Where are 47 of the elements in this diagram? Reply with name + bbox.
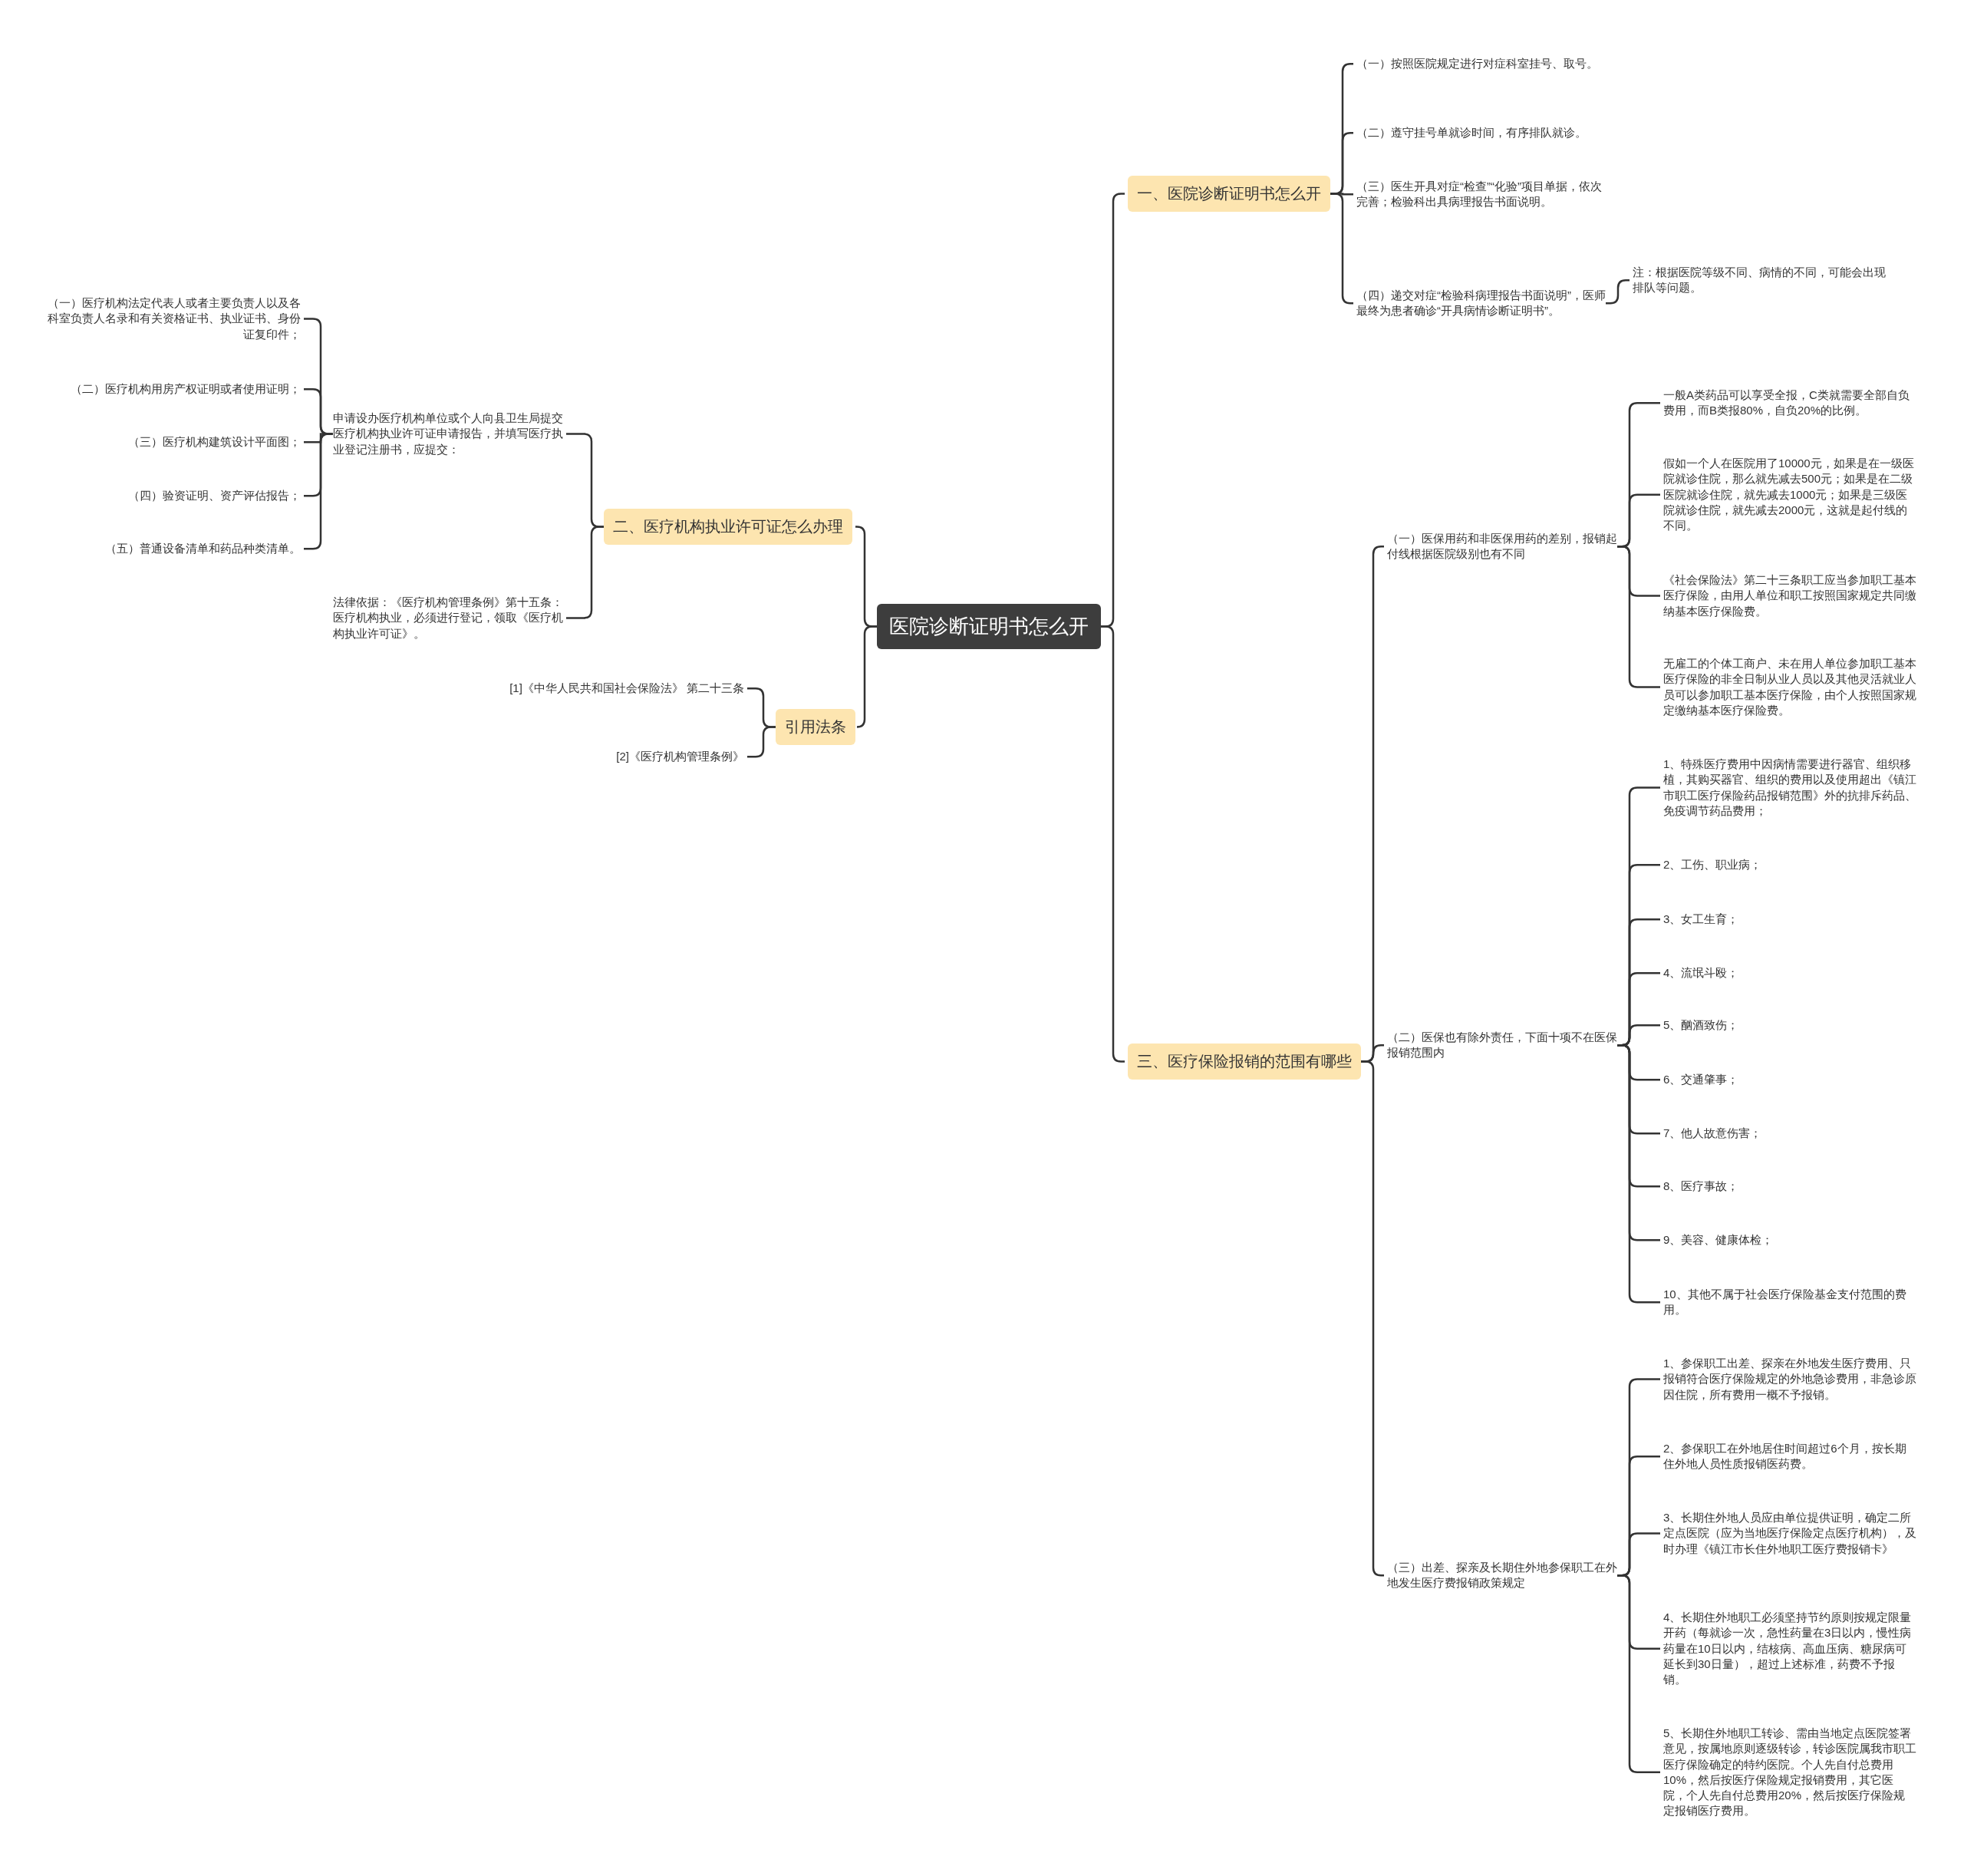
- topic-text: （一）医保用药和非医保用药的差别，报销起付线根据医院级别也有不同: [1387, 531, 1625, 562]
- topic-box: 一、医院诊断证明书怎么开: [1128, 176, 1330, 212]
- connector-line: [1617, 1044, 1660, 1304]
- topic-text: 3、女工生育；: [1663, 912, 1916, 928]
- connector-line: [1617, 546, 1660, 688]
- topic-text: 法律依据：《医疗机构管理条例》第十五条：医疗机构执业，必须进行登记，领取《医疗机构执业许可证》。: [333, 595, 567, 641]
- topic-box: 引用法条: [776, 709, 855, 745]
- topic-text: 7、他人故意伤害；: [1663, 1126, 1916, 1142]
- topic-text: [1]《中华人民共和国社会保险法》 第二十三条: [499, 681, 744, 697]
- topic-text: （三）医疗机构建筑设计平面图；: [48, 434, 301, 450]
- topic-box: 二、医疗机构执业许可证怎么办理: [604, 509, 852, 545]
- topic-text: 3、长期住外地人员应由单位提供证明，确定二所定点医院（应为当地医疗保险定点医疗机构），及时办理《镇江市长住外地职工医疗费报销卡》: [1663, 1510, 1916, 1557]
- topic-text: 无雇工的个体工商户、未在用人单位参加职工基本医疗保险的非全日制从业人员以及其他灵活就业人员可以参加职工基本医疗保险，由个人按照国家规定缴纳基本医疗保险费。: [1663, 656, 1916, 718]
- topic-text: （四）递交对症“检验科病理报告书面说明”，医师最终为患者确诊“开具病情诊断证明书”。: [1356, 288, 1610, 319]
- topic-text: 4、流氓斗殴；: [1663, 965, 1916, 981]
- topic-text: （五）普通设备清单和药品种类清单。: [48, 541, 301, 557]
- topic-text: [2]《医疗机构管理条例》: [499, 749, 744, 765]
- topic-text: 9、美容、健康体检；: [1663, 1232, 1916, 1248]
- topic-text: 1、特殊医疗费用中因病情需要进行器官、组织移植，其购买器官、组织的费用以及使用超出《镇江市职工医疗保险药品报销范围》外的抗排斥药品、免疫调节药品费用；: [1663, 757, 1916, 819]
- topic-text: （二）医疗机构用房产权证明或者使用证明；: [48, 381, 301, 397]
- topic-text: 1、参保职工出差、探亲在外地发生医疗费用、只报销符合医疗保险规定的外地急诊费用，非急诊原因住院，所有费用一概不予报销。: [1663, 1356, 1916, 1403]
- topic-text: 5、长期住外地职工转诊、需由当地定点医院签署意见，按属地原则逐级转诊，转诊医院属我市职工医疗保险确定的特约医院。个人先自付总费用10%，然后按医疗保险规定报销费用，其它医院，个人先自付总费用20%，然后按医疗保险规定报销医疗费用。: [1663, 1726, 1916, 1819]
- topic-text: 2、工伤、职业病；: [1663, 857, 1916, 873]
- topic-text: （一）医疗机构法定代表人或者主要负责人以及各科室负责人名录和有关资格证书、执业证书、身份证复印件；: [48, 295, 301, 342]
- connector-line: [855, 625, 877, 728]
- topic-text: （二）医保也有除外责任，下面十项不在医保报销范围内: [1387, 1030, 1625, 1061]
- connector-line: [1617, 1574, 1660, 1773]
- topic-text: 6、交通肇事；: [1663, 1072, 1916, 1088]
- topic-text: 申请设办医疗机构单位或个人向县卫生局提交医疗机构执业许可证申请报告，并填写医疗执业登记注册书，应提交：: [333, 410, 567, 457]
- topic-text: （四）验资证明、资产评估报告；: [48, 488, 301, 504]
- topic-text: 2、参保职工在外地居住时间超过6个月，按长期住外地人员性质报销医药费。: [1663, 1441, 1916, 1472]
- topic-text: 一般A类药品可以享受全报，C类就需要全部自负费用，而B类报80%，自负20%的比例。: [1663, 387, 1916, 419]
- topic-text: （一）按照医院规定进行对症科室挂号、取号。: [1356, 56, 1610, 72]
- topic-box: 三、医疗保险报销的范围有哪些: [1128, 1044, 1361, 1080]
- topic-text: 注：根据医院等级不同、病情的不同，可能会出现排队等问题。: [1633, 265, 1886, 296]
- topic-text: 假如一个人在医院用了10000元，如果是在一级医院就诊住院，那么就先减去500元；如果是在二级医院就诊住院，就先减去1000元；如果是三级医院就诊住院，就先减去2000元，这就是起付线的不同。: [1663, 456, 1916, 534]
- topic-text: 4、长期住外地职工必须坚持节约原则按规定限量开药（每就诊一次，急性药量在3日以内，慢性病药量在10日以内，结核病、高血压病、糖尿病可延长到30日量），超过上述标准，药费不予报销。: [1663, 1610, 1916, 1688]
- topic-text: 《社会保险法》第二十三条职工应当参加职工基本医疗保险，由用人单位和职工按照国家规定共同缴纳基本医疗保险费。: [1663, 572, 1916, 619]
- topic-text: （二）遵守挂号单就诊时间，有序排队就诊。: [1356, 125, 1610, 141]
- topic-text: 8、医疗事故；: [1663, 1179, 1916, 1195]
- topic-text: 10、其他不属于社会医疗保险基金支付范围的费用。: [1663, 1287, 1916, 1318]
- topic-text: （三）出差、探亲及长期住外地参保职工在外地发生医疗费报销政策规定: [1387, 1560, 1625, 1591]
- topic-text: 5、酗酒致伤；: [1663, 1017, 1916, 1034]
- central-topic-box: 医院诊断证明书怎么开: [877, 604, 1101, 649]
- connector-line: [1606, 279, 1630, 305]
- connector-line: [747, 726, 776, 758]
- topic-text: （三）医生开具对症“检查”“化验”项目单据，依次完善；检验科出具病理报告书面说明。: [1356, 179, 1610, 210]
